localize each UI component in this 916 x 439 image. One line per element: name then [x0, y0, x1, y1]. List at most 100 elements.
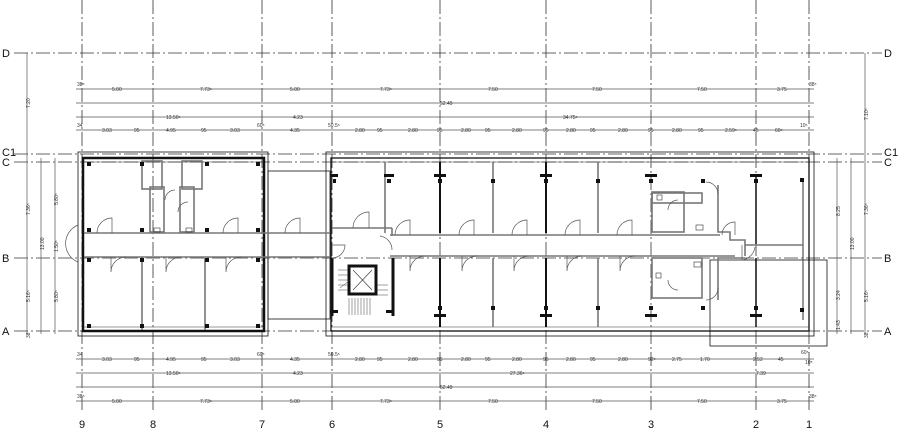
svg-text:92⁵: 92⁵: [648, 357, 656, 363]
svg-text:95: 95: [698, 128, 704, 134]
svg-text:60⁵: 60⁵: [257, 123, 265, 129]
svg-text:4.35: 4.35: [290, 128, 300, 134]
svg-text:7.50: 7.50: [488, 399, 498, 405]
svg-text:5.16⁵: 5.16⁵: [864, 290, 870, 302]
svg-text:2.80: 2.80: [566, 128, 576, 134]
grid-label-D-left: D: [2, 48, 10, 60]
svg-text:5.00: 5.00: [112, 399, 122, 405]
grid-axes: [14, 0, 882, 410]
svg-text:7.50: 7.50: [697, 399, 707, 405]
svg-text:52.49: 52.49: [440, 101, 453, 107]
svg-text:95: 95: [543, 128, 549, 134]
svg-text:95: 95: [543, 357, 549, 363]
svg-text:95: 95: [437, 128, 443, 134]
svg-text:13.00: 13.00: [40, 237, 46, 250]
svg-text:60⁵: 60⁵: [775, 128, 783, 134]
svg-text:5.00: 5.00: [290, 399, 300, 405]
svg-text:52.49: 52.49: [440, 385, 453, 391]
svg-text:4.95: 4.95: [166, 357, 176, 363]
grid-label-5: 5: [437, 419, 443, 431]
grid-label-B-right: B: [884, 253, 891, 265]
grid-label-7: 7: [259, 419, 265, 431]
svg-text:7.36⁵: 7.36⁵: [864, 203, 870, 215]
svg-text:38⁵: 38⁵: [77, 82, 85, 88]
svg-text:13.50⁵: 13.50⁵: [166, 371, 181, 377]
svg-text:95: 95: [377, 357, 383, 363]
svg-text:95: 95: [201, 357, 207, 363]
svg-text:3.03: 3.03: [230, 128, 240, 134]
grid-label-B-left: B: [2, 253, 9, 265]
svg-text:3.75: 3.75: [777, 87, 787, 93]
svg-text:7.50: 7.50: [697, 87, 707, 93]
svg-text:7.50: 7.50: [592, 87, 602, 93]
grid-label-8: 8: [150, 419, 156, 431]
svg-text:95: 95: [377, 128, 383, 134]
svg-text:27.36⁵: 27.36⁵: [510, 371, 525, 377]
svg-text:3.03: 3.03: [230, 357, 240, 363]
svg-text:2.59⁵: 2.59⁵: [725, 128, 737, 134]
svg-text:13.00: 13.00: [850, 237, 856, 250]
grid-label-A-right: A: [884, 326, 892, 338]
grid-labels: D C1 C B A D C1 C B A 9 8 7 6 5 4 3 2 1: [2, 48, 898, 431]
svg-text:95: 95: [485, 357, 491, 363]
svg-text:2.80: 2.80: [512, 128, 522, 134]
svg-text:8.25: 8.25: [836, 206, 842, 216]
svg-text:7.73⁵: 7.73⁵: [200, 87, 212, 93]
svg-text:2.80: 2.80: [512, 357, 522, 363]
svg-text:2.52: 2.52: [753, 357, 763, 363]
svg-text:38⁵: 38⁵: [809, 394, 817, 400]
svg-text:2.80: 2.80: [355, 357, 365, 363]
svg-text:5.80⁵: 5.80⁵: [54, 290, 60, 302]
svg-text:2.80: 2.80: [618, 357, 628, 363]
svg-text:2.80: 2.80: [408, 357, 418, 363]
svg-text:7.73⁵: 7.73⁵: [380, 87, 392, 93]
grid-label-A-left: A: [2, 326, 10, 338]
grid-label-9: 9: [79, 419, 85, 431]
svg-text:3.03: 3.03: [102, 357, 112, 363]
stair-elevator-core: [330, 227, 395, 316]
svg-text:2.80: 2.80: [355, 128, 365, 134]
dimensions-left: 7.20 7.36⁵ 5.16⁵ 38 13.00 5.80⁵ 1.50⁵ 5.…: [26, 53, 60, 338]
elevator-shaft: [347, 264, 378, 296]
svg-text:50.5⁵: 50.5⁵: [328, 352, 340, 358]
svg-text:34: 34: [77, 123, 83, 129]
svg-text:3.75: 3.75: [777, 399, 787, 405]
svg-text:7.10⁵: 7.10⁵: [864, 108, 870, 120]
columns: [87, 162, 804, 328]
svg-text:34: 34: [77, 352, 83, 358]
svg-text:95: 95: [485, 128, 491, 134]
svg-text:60⁵: 60⁵: [257, 352, 265, 358]
svg-text:4.23: 4.23: [293, 115, 303, 121]
svg-text:7.73⁵: 7.73⁵: [380, 399, 392, 405]
svg-text:2.80: 2.80: [566, 357, 576, 363]
svg-text:45: 45: [753, 128, 759, 134]
svg-text:95: 95: [590, 128, 596, 134]
svg-text:7.36⁵: 7.36⁵: [26, 203, 32, 215]
svg-text:5.00: 5.00: [112, 87, 122, 93]
svg-text:2.75: 2.75: [672, 357, 682, 363]
svg-text:95: 95: [201, 128, 207, 134]
svg-text:95: 95: [648, 128, 654, 134]
svg-text:3.24: 3.24: [836, 290, 842, 300]
svg-text:4.23: 4.23: [293, 371, 303, 377]
partitions: [141, 162, 757, 330]
dimensions-top: 38⁵ 5.00 7.73⁵ 5.00 7.73⁵ 7.50 7.50 7.50…: [76, 82, 817, 134]
svg-text:2.80: 2.80: [461, 357, 471, 363]
svg-text:4.35: 4.35: [290, 357, 300, 363]
svg-text:7.73⁵: 7.73⁵: [200, 399, 212, 405]
grid-label-C1-left: C1: [2, 147, 16, 159]
grid-label-4: 4: [543, 419, 549, 431]
svg-text:13.50⁵: 13.50⁵: [166, 115, 181, 121]
svg-text:4.95: 4.95: [166, 128, 176, 134]
svg-text:95: 95: [134, 128, 140, 134]
svg-text:45: 45: [778, 357, 784, 363]
svg-text:1.50⁵: 1.50⁵: [54, 240, 60, 252]
grid-label-1: 1: [806, 419, 812, 431]
svg-text:38: 38: [864, 332, 870, 338]
svg-text:1.43: 1.43: [836, 320, 842, 330]
svg-text:10⁵: 10⁵: [800, 123, 808, 129]
svg-text:95: 95: [134, 357, 140, 363]
svg-text:2.80: 2.80: [672, 128, 682, 134]
svg-text:2.80: 2.80: [618, 128, 628, 134]
